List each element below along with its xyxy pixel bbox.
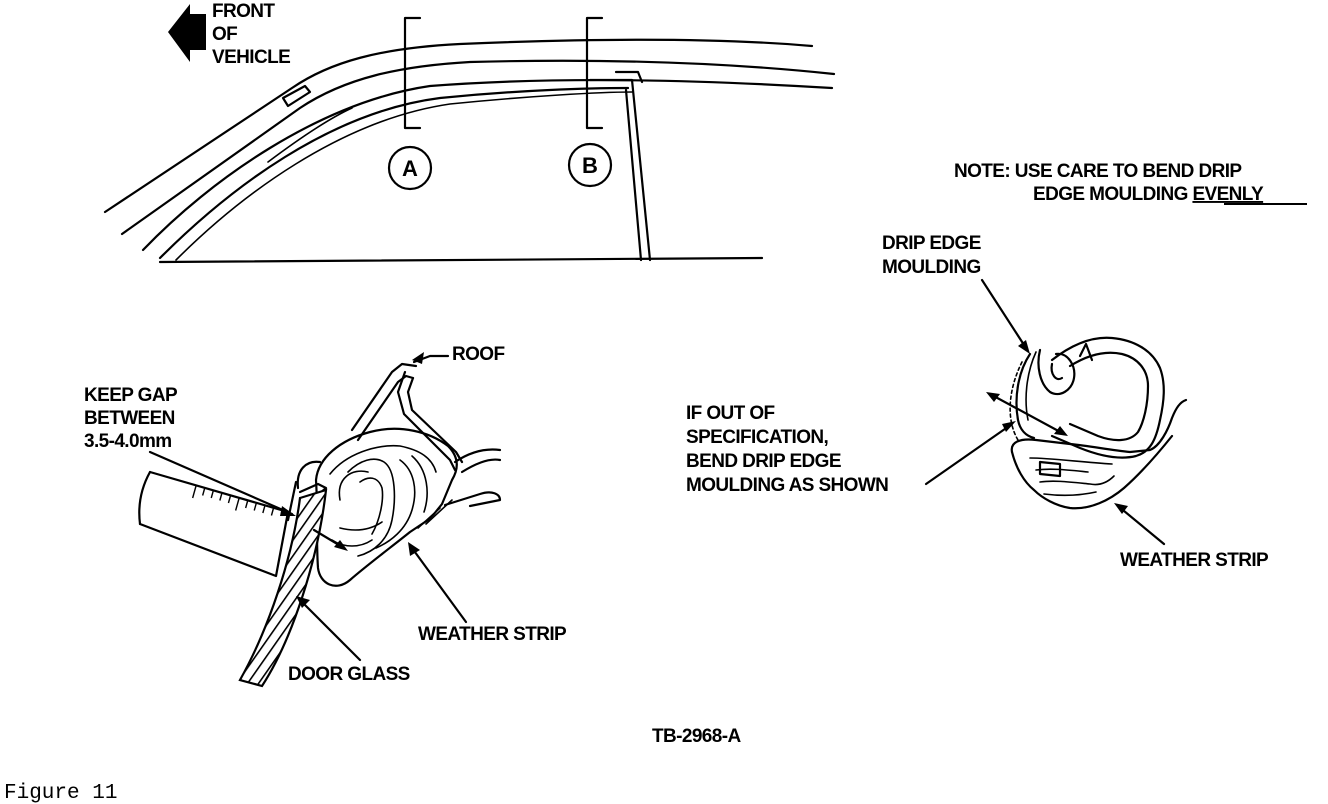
ruler-tick [227,495,232,504]
label-keep-gap-3: 3.5-4.0mm [84,431,172,452]
label-keep-gap-1: KEEP GAP [84,385,178,406]
label-door-glass: DOOR GLASS [288,664,410,685]
left-cross-section [296,362,502,587]
label-out-of-spec-4: MOULDING AS SHOWN [686,475,888,496]
ruler-tick [191,485,197,499]
label-roof: ROOF [452,344,505,365]
right-detail-section [1009,336,1188,510]
arrow-out-of-spec [924,421,1016,486]
note-line2-text: EDGE MOULDING [1033,184,1192,205]
marker-b-label: B [582,153,598,178]
measuring-ruler [138,470,290,578]
figure-caption: Figure 11 [4,782,117,804]
arrow-door-glass [296,596,362,662]
arrow-weather-strip-right [1114,503,1166,546]
ruler-tick [244,500,249,509]
marker-a-label: A [402,156,418,181]
front-arrow-icon [168,4,206,62]
ruler-tick [234,498,240,511]
bracket-a [403,16,422,130]
ruler-tick [262,505,266,514]
arrow-gap-2 [312,528,348,551]
note-emphasis: EVENLY [1192,184,1264,205]
arrow-weather-strip-left [408,542,468,624]
front-label-line1: FRONT [212,1,275,22]
note-line1: NOTE: USE CARE TO BEND DRIP [954,161,1242,182]
label-out-of-spec-2: SPECIFICATION, [686,427,829,448]
note-line2: EDGE MOULDING EVENLY [1033,184,1264,205]
ruler-tick [201,488,206,496]
ruler-tick [219,493,223,501]
arrow-gap [148,450,296,516]
marker-a-circle: A [387,145,433,191]
arrow-roof [412,352,450,364]
figure-code: TB-2968-A [652,726,741,747]
arrow-drip-edge [980,278,1030,354]
label-drip-edge-1: DRIP EDGE [882,233,981,254]
label-keep-gap-2: BETWEEN [84,408,175,429]
ruler-tick [270,508,275,516]
ruler-ticks [191,485,275,516]
bracket-b [585,16,604,130]
vehicle-window-outline [103,38,836,264]
label-weather-strip-right: WEATHER STRIP [1120,550,1269,571]
marker-b-circle: B [567,142,613,188]
label-out-of-spec-1: IF OUT OF [686,403,775,424]
arrow-bend-direction [986,392,1068,436]
front-label-line2: OF [212,24,237,45]
ruler-tick [210,490,214,499]
front-label-line3: VEHICLE [212,47,290,68]
label-drip-edge-2: MOULDING [882,257,981,278]
ruler-tick [253,503,257,511]
label-weather-strip-left: WEATHER STRIP [418,624,567,645]
label-out-of-spec-3: BEND DRIP EDGE [686,451,841,472]
